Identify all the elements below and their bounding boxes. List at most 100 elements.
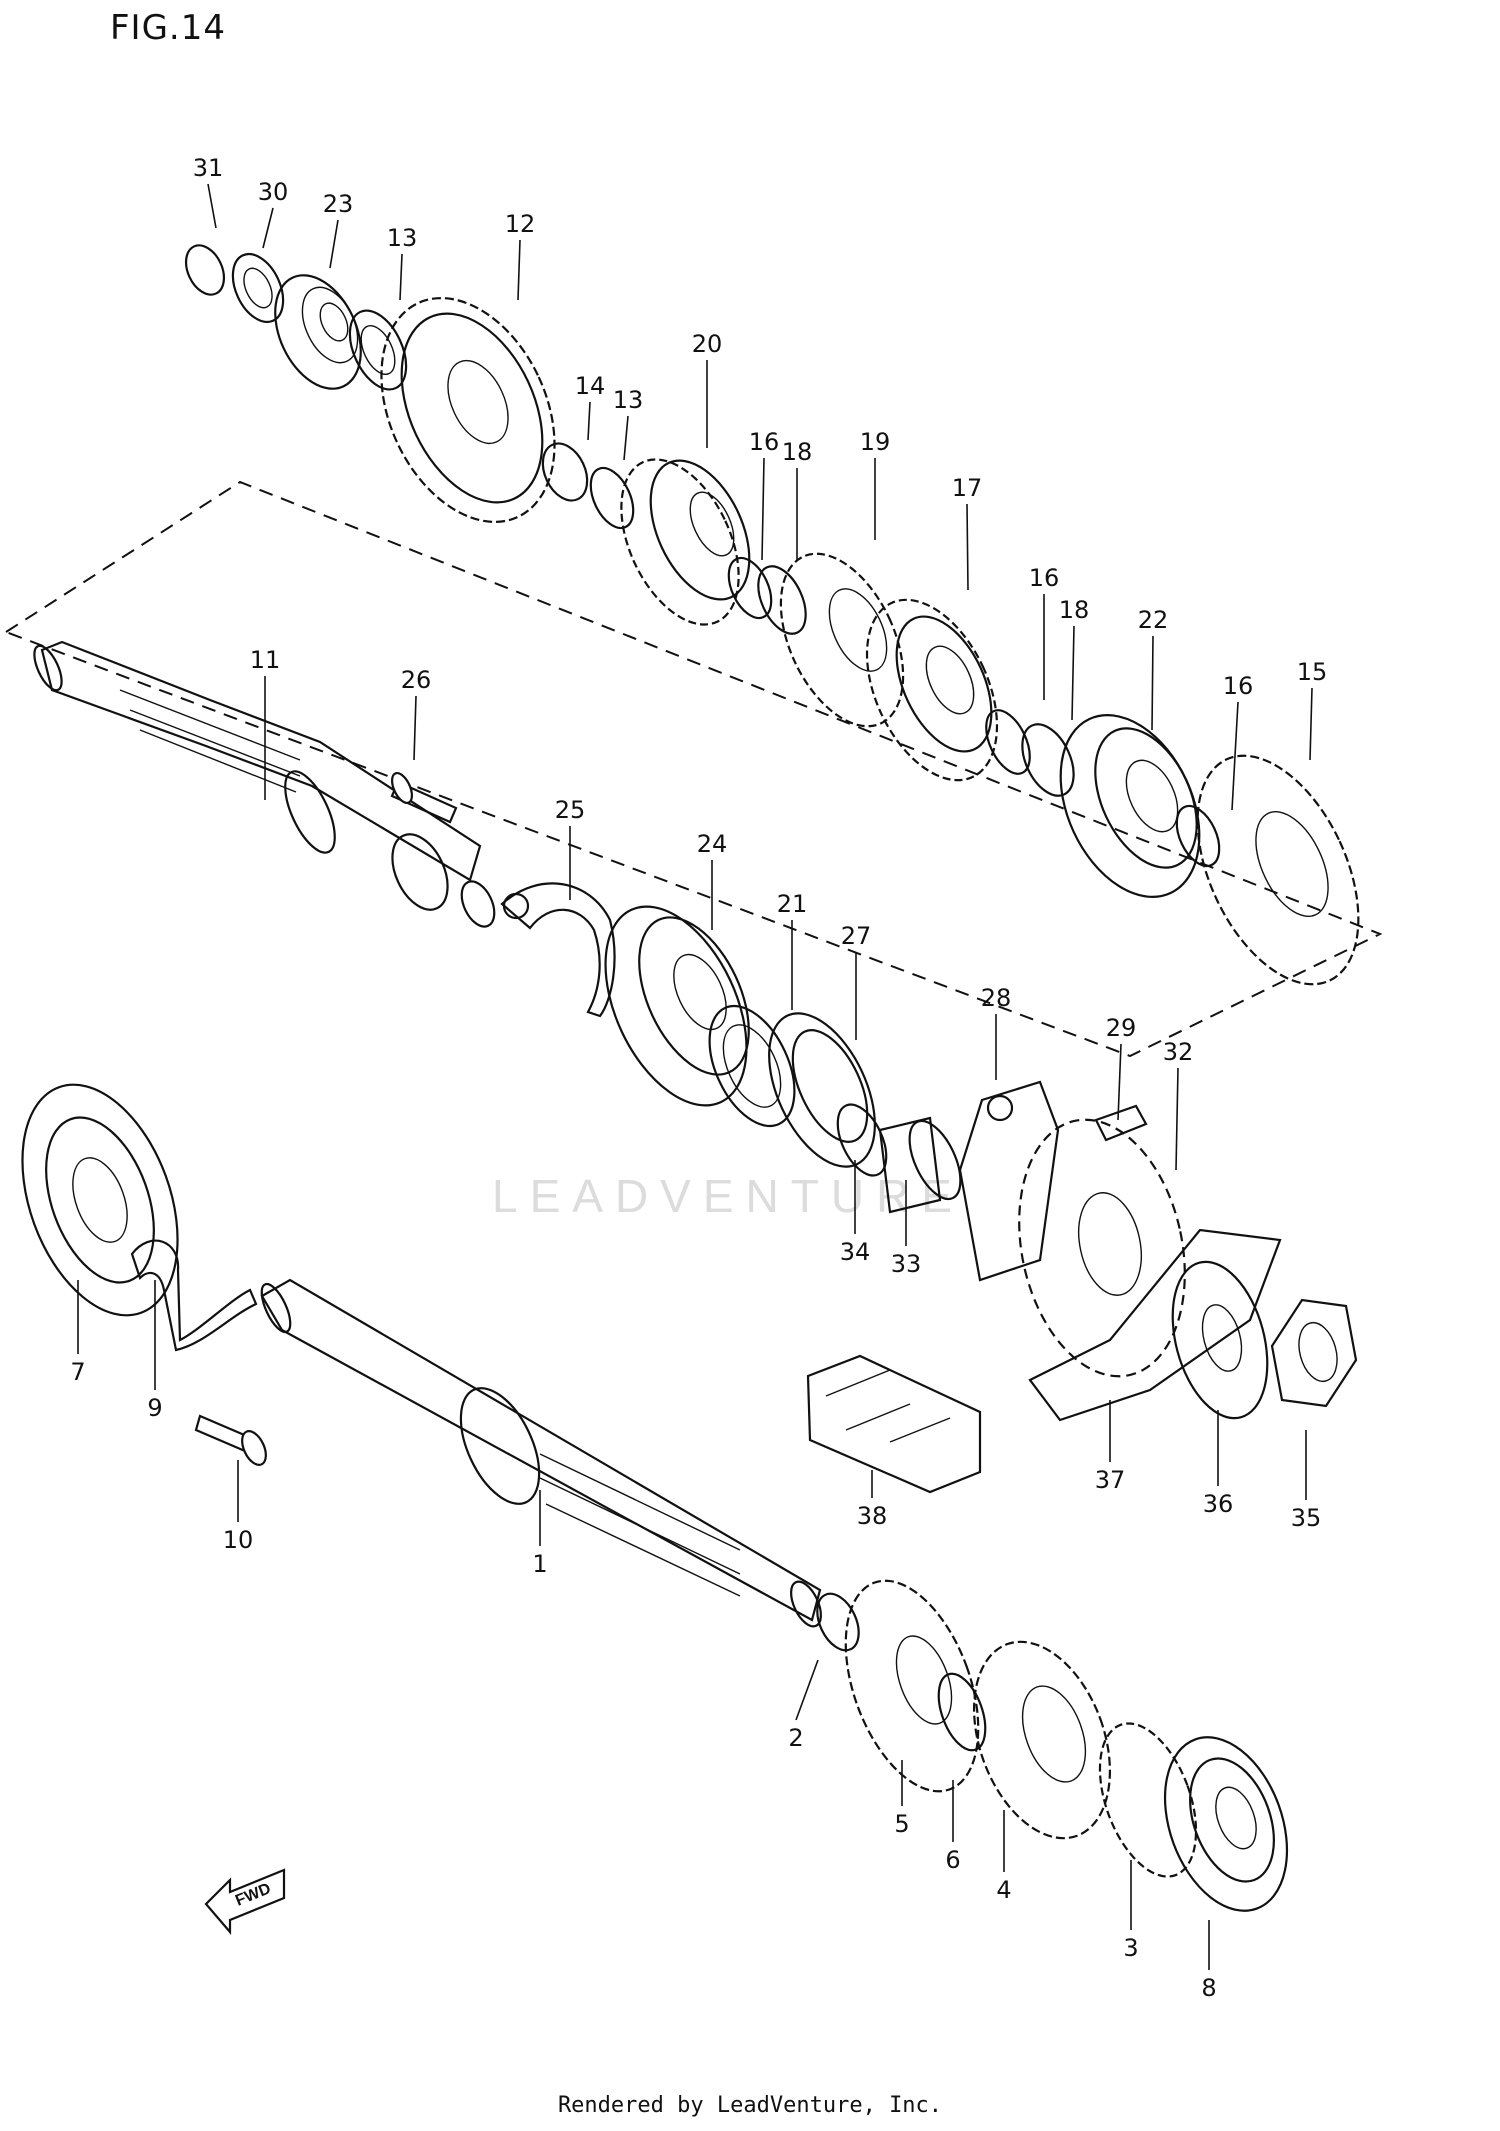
footer-credit: Rendered by LeadVenture, Inc.: [558, 2093, 942, 2118]
callout-number: 24: [697, 830, 728, 858]
callout-leader: [1175, 1067, 1179, 1171]
callout-c33: 33: [891, 1180, 921, 1278]
callout-number: 1: [532, 1550, 547, 1578]
callout-number: 16: [749, 428, 780, 456]
callout-number: 29: [1106, 1014, 1137, 1042]
callout-c22: 22: [1138, 606, 1168, 731]
callout-c11: 11: [250, 646, 281, 800]
callout-c13b: 13: [613, 386, 643, 461]
gear-3: [1098, 1722, 1198, 1878]
callout-number: 9: [147, 1394, 162, 1422]
drive-shaft-1: [260, 1278, 822, 1628]
callout-leader: [1309, 687, 1313, 761]
callout-c16b: 16: [1029, 564, 1060, 700]
circlip-31: [184, 244, 226, 296]
callout-number: 26: [401, 666, 432, 694]
callout-c12: 12: [505, 210, 536, 301]
callout-c21: 21: [777, 890, 808, 1010]
callout-leader: [262, 207, 274, 249]
callout-c15: 15: [1297, 658, 1327, 761]
ring-21: [708, 1004, 796, 1128]
callout-c6: 6: [945, 1780, 961, 1874]
callout-c34: 34: [840, 1160, 871, 1266]
callout-number: 28: [981, 984, 1012, 1012]
callout-c26: 26: [401, 666, 432, 761]
sprocket-guard-37: [1028, 1228, 1282, 1422]
callout-number: 4: [996, 1876, 1011, 1904]
callout-number: 3: [1123, 1934, 1138, 1962]
callout-c18a: 18: [782, 438, 813, 560]
callout-number: 27: [841, 922, 872, 950]
fwd-arrow-icon: FWD: [204, 1868, 286, 1935]
callout-c17: 17: [952, 474, 982, 591]
callout-c4: 4: [996, 1810, 1012, 1904]
callout-c28: 28: [981, 984, 1012, 1080]
bearing-retainer-9: [130, 1239, 258, 1352]
callout-number: 36: [1203, 1490, 1234, 1518]
spacer-33: [878, 1116, 962, 1214]
watermark: LEADVENTURE: [492, 1170, 964, 1222]
callout-c20: 20: [692, 330, 722, 448]
callout-c1: 1: [532, 1490, 548, 1578]
callout-number: 38: [857, 1502, 888, 1530]
callout-leader: [329, 219, 339, 269]
callout-number: 2: [788, 1724, 803, 1752]
callout-c27: 27: [841, 922, 872, 1040]
callout-number: 30: [258, 178, 289, 206]
callout-number: 37: [1095, 1466, 1126, 1494]
bushing-14: [541, 442, 589, 502]
callout-c3: 3: [1123, 1860, 1139, 1962]
figure-title: FIG.14: [110, 8, 227, 48]
callout-number: 19: [860, 428, 891, 456]
washer-36: [1171, 1260, 1269, 1420]
callout-leader: [1151, 635, 1154, 731]
callout-number: 16: [1029, 564, 1060, 592]
group-boundary: [3, 480, 1383, 1058]
chain-joint-38: [806, 1354, 982, 1494]
callout-c31: 31: [193, 154, 224, 229]
callout-leader: [413, 695, 417, 761]
callout-c18b: 18: [1059, 596, 1089, 721]
callout-c36: 36: [1203, 1410, 1234, 1518]
oil-seal-27: [768, 1012, 876, 1168]
callout-leader: [795, 1659, 819, 1721]
callout-c25: 25: [555, 796, 586, 900]
callout-number: 12: [505, 210, 536, 238]
gear-12: [380, 296, 556, 524]
gear-4: [972, 1640, 1112, 1840]
callout-number: 34: [840, 1238, 871, 1266]
circlip-18b: [1021, 723, 1075, 797]
callout-c24: 24: [697, 830, 728, 930]
bearing-retainer-25: [500, 882, 616, 1018]
callout-number: 16: [1223, 672, 1254, 700]
callout-number: 31: [193, 154, 224, 182]
gear-22: [1059, 714, 1201, 898]
callout-c30: 30: [258, 178, 289, 249]
callout-leader: [1117, 1043, 1122, 1121]
callout-c9: 9: [147, 1280, 163, 1422]
callout-number: 7: [70, 1358, 85, 1386]
callout-number: 6: [945, 1846, 960, 1874]
gear-20: [620, 458, 751, 626]
washer-16c: [1175, 804, 1221, 868]
callout-c38: 38: [857, 1470, 888, 1530]
callout-number: 18: [782, 438, 813, 466]
callout-number: 8: [1201, 1974, 1216, 2002]
callout-number: 21: [777, 890, 808, 918]
screw-26: [390, 772, 458, 824]
bearing-7: [21, 1083, 179, 1317]
callout-c7: 7: [70, 1280, 86, 1386]
callout-c32: 32: [1163, 1038, 1193, 1171]
sprocket-32: [1018, 1118, 1186, 1378]
callout-leader: [1231, 701, 1239, 811]
callout-number: 13: [387, 224, 418, 252]
callout-c16c: 16: [1223, 672, 1254, 811]
nut-35: [1270, 1298, 1358, 1408]
callout-c19: 19: [860, 428, 891, 540]
callout-leader: [623, 415, 629, 461]
callout-number: 25: [555, 796, 586, 824]
callout-number: 14: [575, 372, 606, 400]
callout-number: 11: [250, 646, 281, 674]
